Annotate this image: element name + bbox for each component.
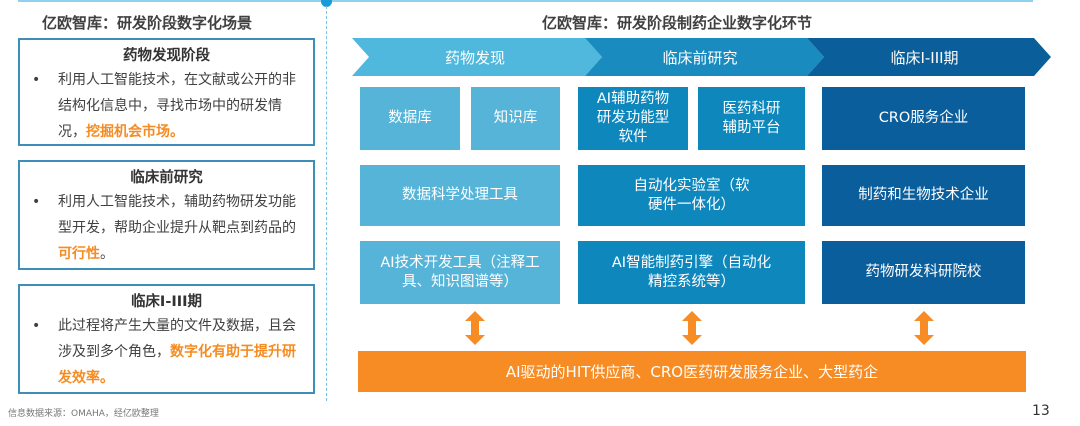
- bullet: •: [32, 194, 41, 210]
- cell-ai-software: AI辅助药物研发功能型软件: [578, 87, 688, 150]
- source-note: 信息数据来源：OMAHA，经亿欧整理: [8, 409, 159, 419]
- cell-research-platform: 医药科研辅助平台: [698, 87, 805, 150]
- cell-database: 数据库: [360, 87, 460, 150]
- cell-ai-dev-tools: AI技术开发工具（注释工具、知识图谱等）: [360, 241, 560, 304]
- stage-chevrons: [352, 38, 1051, 76]
- scenario-box-preclinical: 临床前研究 • 利用人工智能技术，辅助药物研发功能型开发，帮助企业提升从靶点到药品…: [18, 160, 315, 270]
- box-highlight: 数字化有助于提升研发效率。: [58, 344, 296, 386]
- dashed-divider: [326, 6, 327, 401]
- stage-label-preclinical: 临床前研究: [662, 48, 738, 67]
- timeline-dot: [321, 0, 332, 7]
- cell-knowledge-base: 知识库: [471, 87, 560, 150]
- box-title: 临床前研究: [130, 170, 203, 186]
- cell-cro: CRO服务企业: [822, 87, 1025, 150]
- stage-label-discovery: 药物发现: [444, 48, 505, 67]
- box-text: 利用人工智能技术，辅助药物研发功能型开发，帮助企业提升从靶点到药品的: [58, 194, 296, 236]
- box-title: 药物发现阶段: [123, 48, 210, 64]
- scenario-box-clinical: 临床I-III期 • 此过程将产生大量的文件及数据，且会涉及到多个角色，数字化有助…: [18, 284, 315, 394]
- bottom-bar: AI驱动的HIT供应商、CRO医药研发服务企业、大型药企: [358, 351, 1026, 392]
- page-number: 13: [1032, 403, 1050, 419]
- chevron-stage-3: [807, 38, 1051, 76]
- box-highlight: 挖掘机会市场。: [86, 124, 184, 140]
- bullet: •: [32, 318, 41, 334]
- chevron-stage-2: [585, 38, 824, 76]
- top-divider: [18, 0, 1033, 2]
- cell-ai-engine: AI智能制药引擎（自动化精控系统等）: [578, 241, 805, 304]
- box-highlight: 可行性: [58, 246, 100, 262]
- stage-label-clinical: 临床I-III期: [890, 48, 959, 67]
- scenario-box-discovery: 药物发现阶段 • 利用人工智能技术，在文献或公开的非结构化信息中，寻找市场中的研发…: [18, 38, 315, 146]
- double-arrow-icon: [682, 311, 702, 345]
- right-title: 亿欧智库：研发阶段制药企业数字化环节: [542, 14, 813, 32]
- left-title: 亿欧智库：研发阶段数字化场景: [42, 14, 253, 32]
- cell-automated-lab: 自动化实验室（软硬件一体化）: [578, 165, 805, 226]
- bullet: •: [32, 72, 41, 88]
- cell-data-science-tools: 数据科学处理工具: [360, 165, 560, 226]
- double-arrow-icon: [465, 311, 485, 345]
- box-title: 临床I-III期: [130, 294, 203, 310]
- box-text: 此过程将产生大量的文件及数据，且会涉及到多个角色，: [58, 318, 296, 360]
- cell-institutes: 药物研发科研院校: [822, 241, 1025, 304]
- box-text: 利用人工智能技术，在文献或公开的非结构化信息中，寻找市场中的研发情况，: [58, 72, 296, 140]
- chevron-stage-1: [352, 38, 602, 76]
- double-arrow-icon: [914, 311, 934, 345]
- cell-pharma-biotech: 制药和生物技术企业: [822, 165, 1025, 226]
- box-tail: 。: [100, 246, 114, 262]
